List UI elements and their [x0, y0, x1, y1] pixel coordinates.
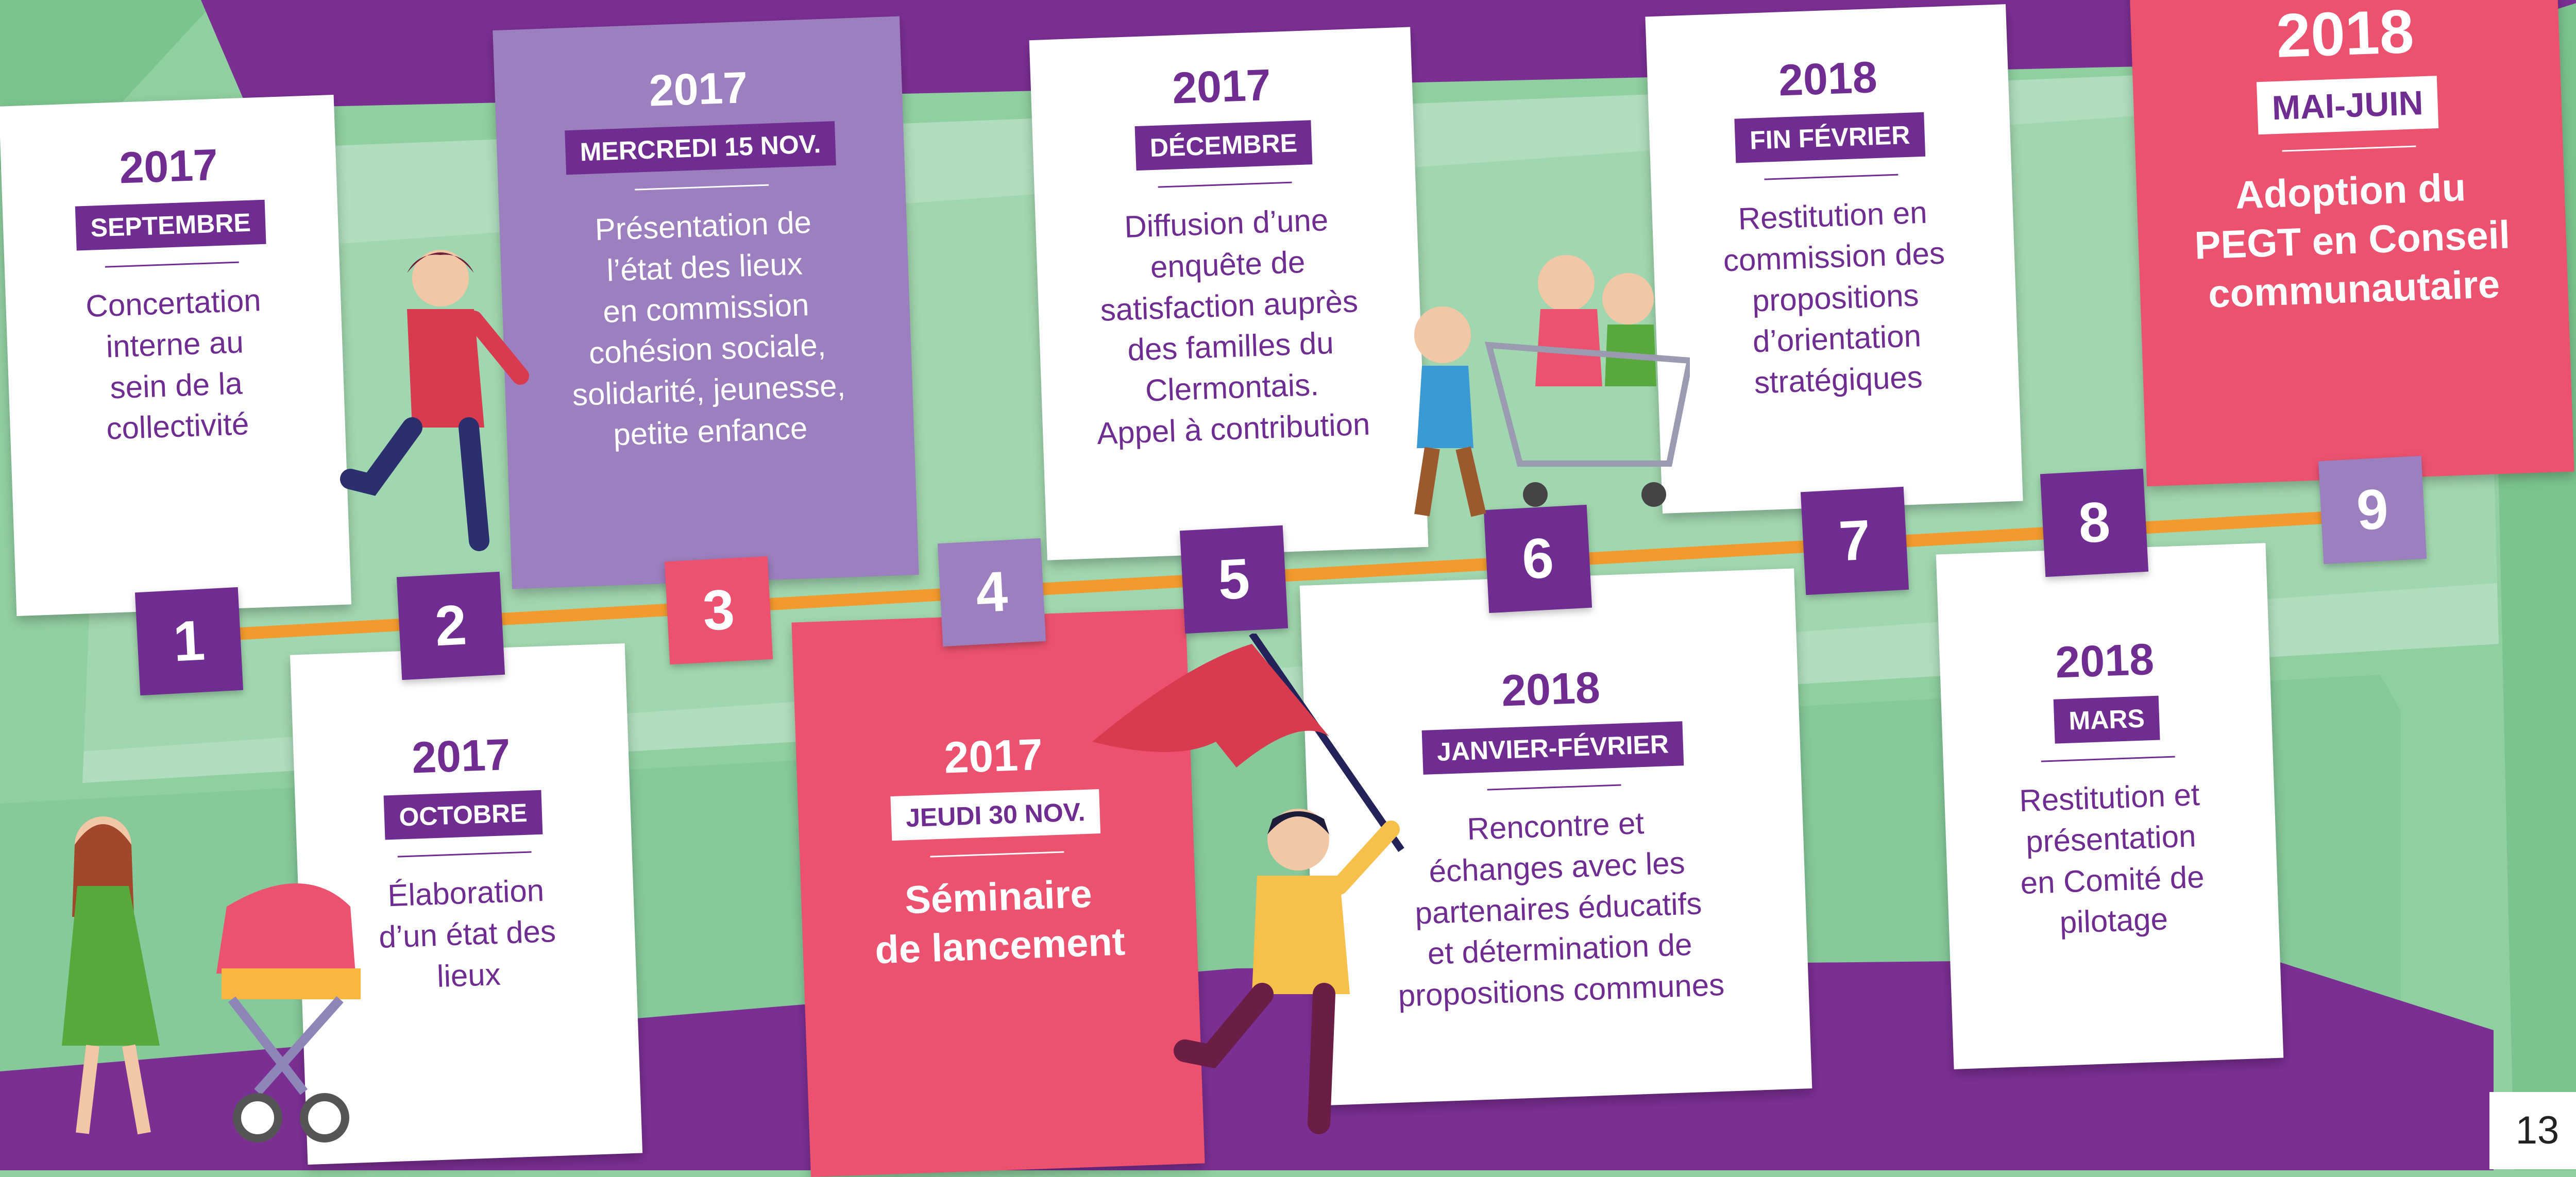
step-date: MARS — [2054, 695, 2160, 744]
step-number-5: 5 — [1179, 525, 1289, 634]
divider — [635, 184, 769, 191]
step-number-3: 3 — [664, 556, 773, 665]
step-date: SEPTEMBRE — [75, 199, 266, 251]
step-date: FIN FÉVRIER — [1734, 112, 1925, 163]
step-year: 2018 — [2275, 0, 2415, 71]
running-woman-illustration — [340, 250, 529, 551]
step-year: 2018 — [1777, 52, 1878, 106]
step-number-8: 8 — [2040, 468, 2149, 577]
step-date: MAI-JUIN — [2257, 76, 2438, 135]
divider — [1487, 784, 1621, 791]
divider — [2041, 756, 2175, 762]
step-date: DÉCEMBRE — [1134, 120, 1313, 171]
step-description: Restitution en commission des propositio… — [1722, 195, 1945, 400]
divider — [2282, 145, 2416, 152]
divider — [1158, 181, 1292, 188]
step-year: 2017 — [648, 62, 749, 116]
step-number-2: 2 — [396, 571, 505, 680]
step-date: OCTOBRE — [383, 790, 543, 840]
divider — [397, 851, 532, 858]
divider — [105, 261, 239, 268]
divider — [929, 851, 1064, 858]
step-number-1: 1 — [134, 587, 244, 696]
woman-with-stroller-illustration — [62, 816, 361, 1142]
boy-with-flag-illustration — [1092, 634, 1404, 1134]
step-description: Présentation de l’état des lieux en comm… — [571, 204, 846, 452]
step-description: Restitution et présentation en Comité de… — [2019, 777, 2205, 940]
step-date: JANVIER-FÉVRIER — [1421, 721, 1684, 775]
step-number-4: 4 — [937, 538, 1046, 647]
step-card-9: 2018 MAI-JUIN Adoption du PEGT en Consei… — [2129, 0, 2574, 487]
step-year: 2018 — [2054, 634, 2155, 688]
step-description: Adoption du PEGT en Conseil communautair… — [2194, 165, 2511, 316]
step-card-8: 2018 MARS Restitution et présentation en… — [1936, 543, 2284, 1069]
step-year: 2017 — [1171, 60, 1272, 113]
step-card-3: 2017 MERCREDI 15 NOV. Présentation de l’… — [493, 16, 919, 589]
step-description: Diffusion d’une enquête de satisfaction … — [1096, 202, 1371, 451]
step-date: MERCREDI 15 NOV. — [565, 121, 836, 175]
step-description: Concertation interne au sein de la colle… — [85, 283, 262, 447]
step-date: JEUDI 30 NOV. — [890, 789, 1100, 841]
kids-with-cart-illustration — [1414, 255, 1690, 517]
step-card-7: 2018 FIN FÉVRIER Restitution en commissi… — [1645, 4, 2023, 514]
step-year: 2017 — [118, 140, 219, 193]
page-number: 13 — [2489, 1092, 2576, 1169]
step-card-5: 2017 DÉCEMBRE Diffusion d’une enquête de… — [1029, 27, 1429, 560]
step-number-9: 9 — [2318, 455, 2427, 565]
step-card-1: 2017 SEPTEMBRE Concertation interne au s… — [0, 94, 352, 617]
step-year: 2017 — [411, 729, 512, 783]
step-number-7: 7 — [1800, 486, 1909, 595]
divider — [1764, 174, 1899, 180]
